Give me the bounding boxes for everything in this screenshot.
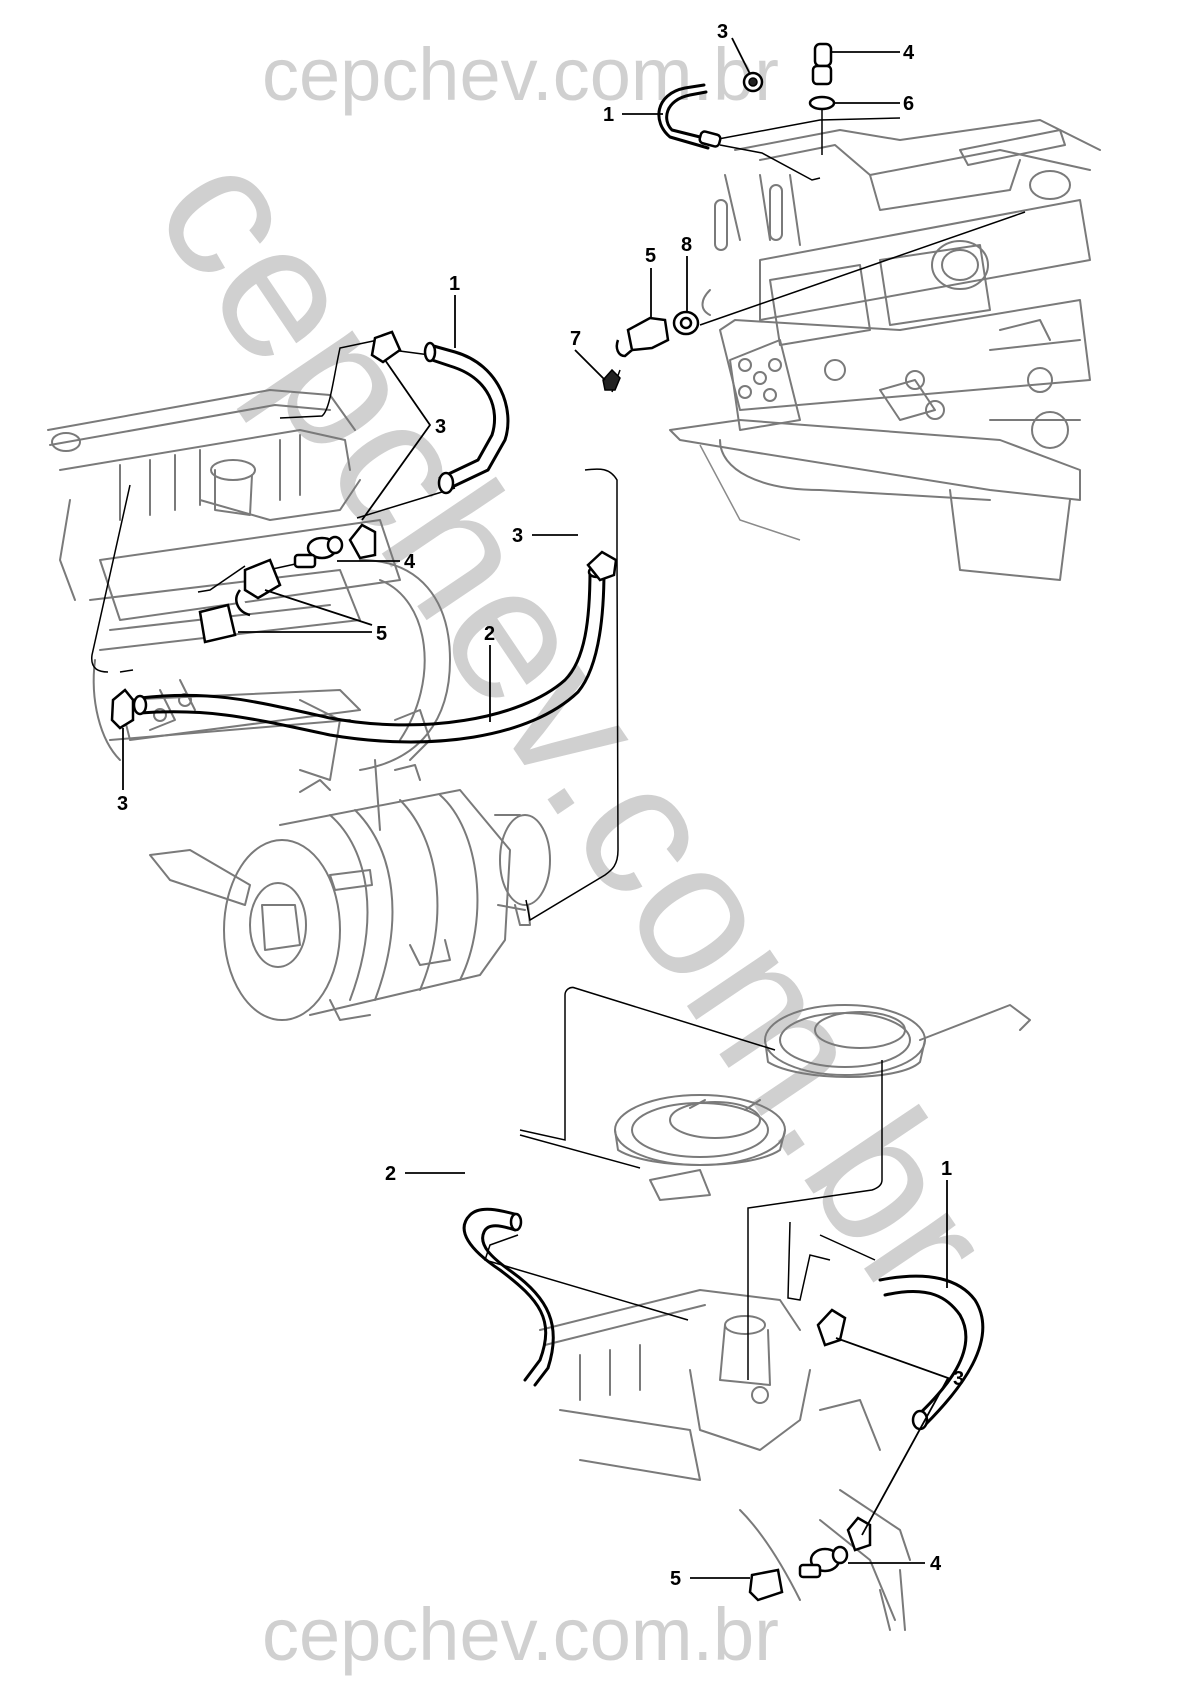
callout-tr-7: 7: [570, 328, 581, 350]
air-cleaner-cylinder: [149, 764, 551, 1021]
parts-layer: [110, 42, 985, 1602]
callout-br-5: 5: [670, 1568, 681, 1590]
callout-tr-3: 3: [717, 21, 728, 43]
connector-4-top: [813, 42, 833, 68]
engine-middle-left: [47, 389, 451, 831]
valve-5-top: [626, 316, 670, 352]
callout-br-3: 3: [953, 1368, 964, 1390]
callout-br-4: 4: [930, 1553, 942, 1575]
grommet-6-top: [808, 95, 836, 111]
clip-7-top: [602, 368, 621, 391]
callout-br-1: 1: [941, 1158, 952, 1180]
callout-tr-8: 8: [681, 234, 692, 256]
callout-tr-5: 5: [645, 245, 656, 267]
callout-tr-4: 4: [903, 42, 915, 64]
hose-2-bottom: [462, 1207, 548, 1382]
clamp-3-bottom-upper: [816, 1308, 847, 1347]
callout-br-2: 2: [385, 1163, 396, 1185]
hose-end-fitting: [698, 130, 722, 148]
clamp-3-middle-right: [586, 550, 618, 582]
clamp-3-middle-left: [110, 688, 135, 730]
hose-1-top: [665, 90, 714, 142]
engine-top-right: [669, 119, 1101, 581]
callout-labels: 3 4 1 6 5 8 7 1 3 3 4 5 2 3 2 1 3 5 4: [117, 21, 964, 1590]
watermark-top: cepchev.com.br: [262, 33, 779, 116]
hose-2-middle: [138, 568, 592, 727]
callout-ml-1: 1: [449, 273, 460, 295]
callout-ml-4: 4: [404, 551, 416, 573]
clamp-3-middle-lower: [348, 523, 377, 560]
callout-ml-3b: 3: [512, 525, 523, 547]
clamp-3-middle-upper: [370, 330, 402, 364]
valve-5-bottom: [748, 1568, 784, 1602]
callout-leaders: [122, 37, 950, 1579]
valve-5-middle-b: [198, 603, 237, 644]
callout-tr-6: 6: [903, 93, 914, 115]
engine-bottom-carburetor: [539, 1289, 911, 1631]
callout-ml-3a: 3: [435, 416, 446, 438]
watermark-bottom: cepchev.com.br: [262, 1593, 779, 1676]
hose-1-bottom: [878, 1274, 985, 1427]
hose-1-middle: [428, 343, 510, 490]
watermark-layer: cepchev.com.br cepchev.com.br cepchev.co…: [116, 33, 1034, 1676]
route-lines: [91, 100, 1026, 1380]
callout-ml-2: 2: [484, 623, 495, 645]
air-cleaner-lids: [614, 1004, 1031, 1201]
clamp-3-bottom-lower: [846, 1516, 872, 1552]
callout-ml-5: 5: [376, 623, 387, 645]
callout-tr-1: 1: [603, 104, 614, 126]
callout-ml-3c: 3: [117, 793, 128, 815]
